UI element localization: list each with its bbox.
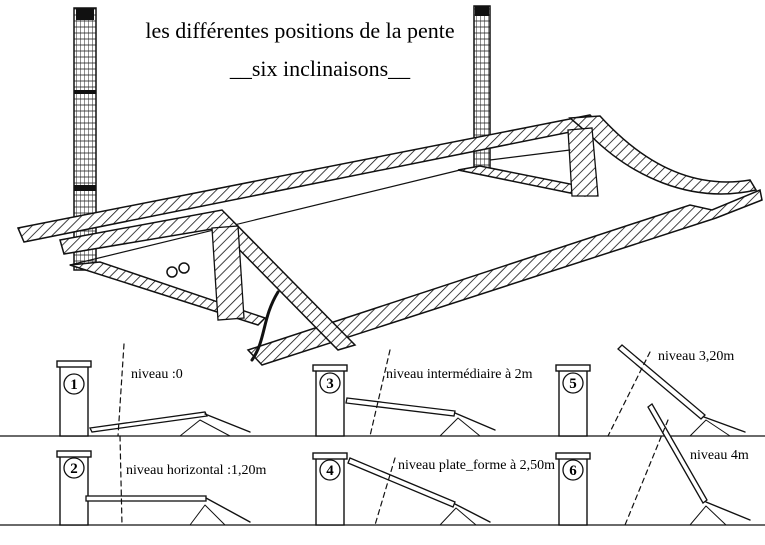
pillar-6: 6 [555, 452, 591, 526]
position-number-5: 5 [569, 376, 577, 392]
position-number-6: 6 [569, 463, 577, 479]
position-label-5: niveau 3,20m [658, 349, 734, 364]
ramp-5 [607, 344, 746, 437]
position-label-4: niveau plate_forme à 2,50m [398, 458, 555, 473]
title-line-2: __six inclinaisons__ [229, 56, 411, 81]
title-line-1: les différentes positions de la pente [145, 18, 454, 43]
position-label-3: niveau intermédiaire à 2m [386, 367, 533, 382]
ramp-3 [345, 349, 496, 437]
pillar-2: 2 [56, 450, 92, 526]
pillar-1: 1 [56, 360, 92, 437]
positions-diagram: 1 2 3 4 5 6 [0, 343, 765, 526]
ramp-2 [85, 435, 251, 526]
ramp-1 [89, 343, 251, 437]
base-frame [69, 165, 592, 326]
position-number-1: 1 [70, 377, 78, 393]
front-truss [246, 188, 763, 366]
right-ramp-truss [489, 115, 758, 197]
left-ramp-truss [59, 209, 357, 362]
pillar-5: 5 [555, 364, 591, 437]
position-label-1: niveau :0 [131, 367, 183, 382]
pillar-3: 3 [312, 364, 348, 437]
pillar-4: 4 [312, 452, 348, 526]
ramp-4 [347, 457, 491, 526]
position-label-2: niveau horizontal :1,20m [126, 463, 266, 478]
position-number-4: 4 [326, 463, 334, 479]
ramp-6 [624, 403, 751, 526]
position-number-2: 2 [70, 461, 78, 477]
position-number-3: 3 [326, 376, 334, 392]
left-mast [73, 7, 97, 271]
position-label-6: niveau 4m [690, 448, 749, 463]
structure-drawing [16, 5, 763, 366]
